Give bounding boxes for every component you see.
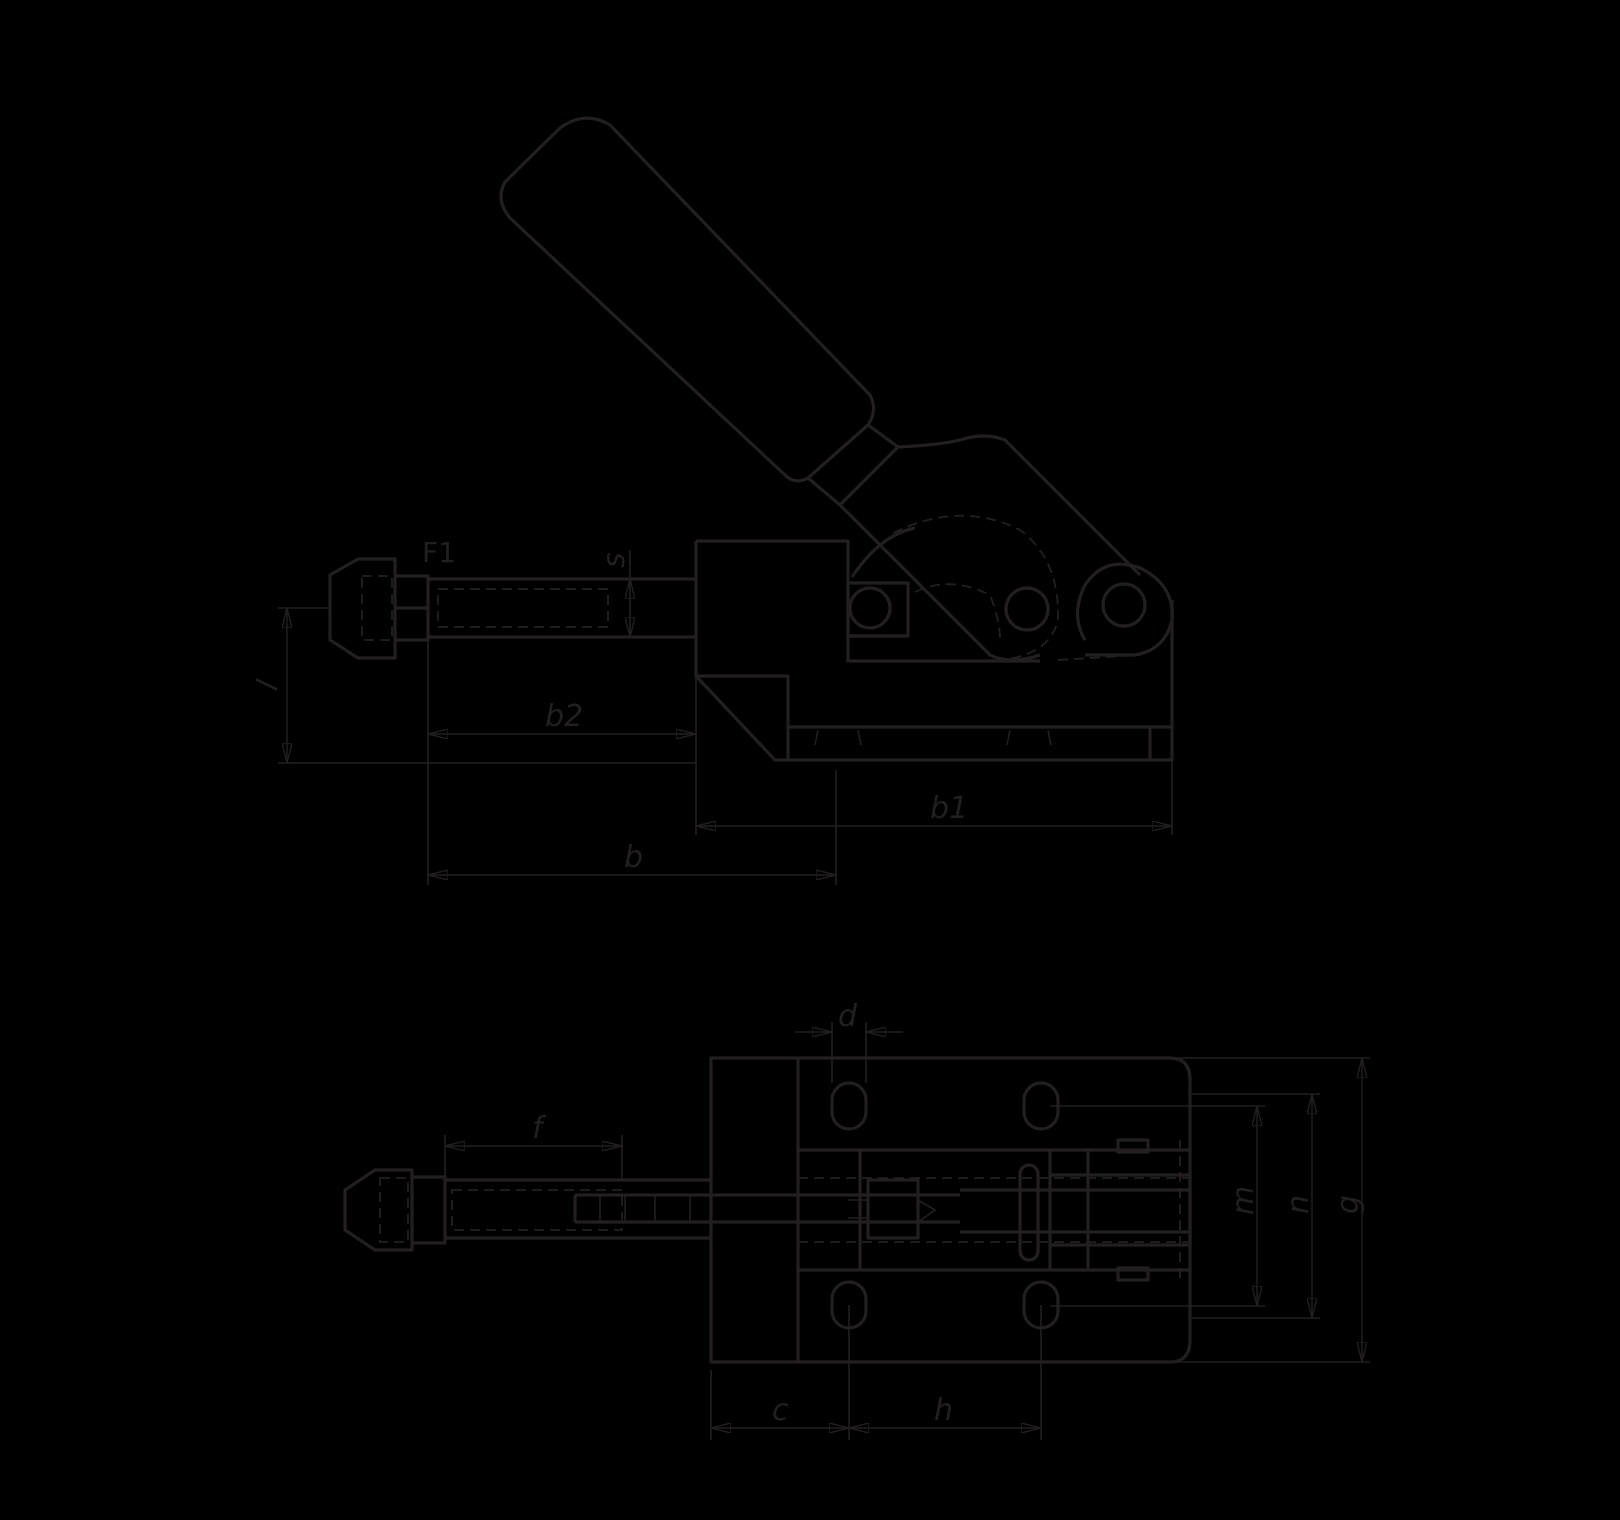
hidden-lines <box>798 1140 1190 1280</box>
pivot-boss <box>1075 562 1174 657</box>
clevis-block <box>866 1178 920 1240</box>
plunger-head <box>328 557 430 660</box>
clevis-detail <box>848 1199 937 1223</box>
dim-label-b: b <box>624 840 643 875</box>
mounting-slot-1 <box>830 1081 868 1131</box>
plunger-hidden-bore <box>437 588 609 628</box>
dim-label-h: h <box>934 1393 953 1428</box>
lever-arm <box>838 434 1142 662</box>
dim-label-f: f <box>532 1111 547 1146</box>
pin-cap-top <box>1116 1138 1150 1154</box>
handle-grip <box>499 116 876 483</box>
plunger-head-top-hidden <box>379 1177 409 1243</box>
plunger-rod <box>428 577 696 639</box>
mechanism-body <box>858 1150 1192 1270</box>
dim-label-m: m <box>1226 1186 1261 1215</box>
dim-label-n: n <box>1281 1195 1316 1214</box>
dim-label-b1: b1 <box>930 791 968 826</box>
force-label-f1: F1 <box>422 536 456 569</box>
link-pin <box>1018 1163 1040 1262</box>
base-plate <box>788 725 1172 760</box>
dim-label-d: d <box>838 999 858 1034</box>
pin-cap-bottom <box>1116 1266 1150 1282</box>
handle-collar <box>806 423 900 507</box>
base-outline <box>709 1056 1192 1364</box>
roller <box>848 586 892 630</box>
plunger-head-hidden <box>361 575 393 641</box>
pivot-hole-2 <box>1101 582 1147 628</box>
base-inner <box>796 1058 1190 1362</box>
dim-label-c: c <box>772 1393 789 1428</box>
cam-hidden-outline <box>892 514 1141 661</box>
dim-label-l: l <box>250 676 286 694</box>
top-view: d f m n g c h <box>343 999 1370 1440</box>
spindle-hidden <box>451 1189 623 1231</box>
plunger-head-top <box>343 1168 447 1252</box>
guide-arc <box>850 526 916 578</box>
side-view: s F1 l b2 b1 b <box>250 116 1174 885</box>
spindle-rod <box>445 1178 960 1240</box>
pivot-hole-1 <box>1004 586 1050 632</box>
dim-label-b2: b2 <box>545 699 583 734</box>
countersink-marks <box>814 729 1052 746</box>
dim-label-s: s <box>597 552 632 568</box>
spindle-segments <box>599 1195 691 1222</box>
dim-label-g: g <box>1331 1195 1366 1214</box>
